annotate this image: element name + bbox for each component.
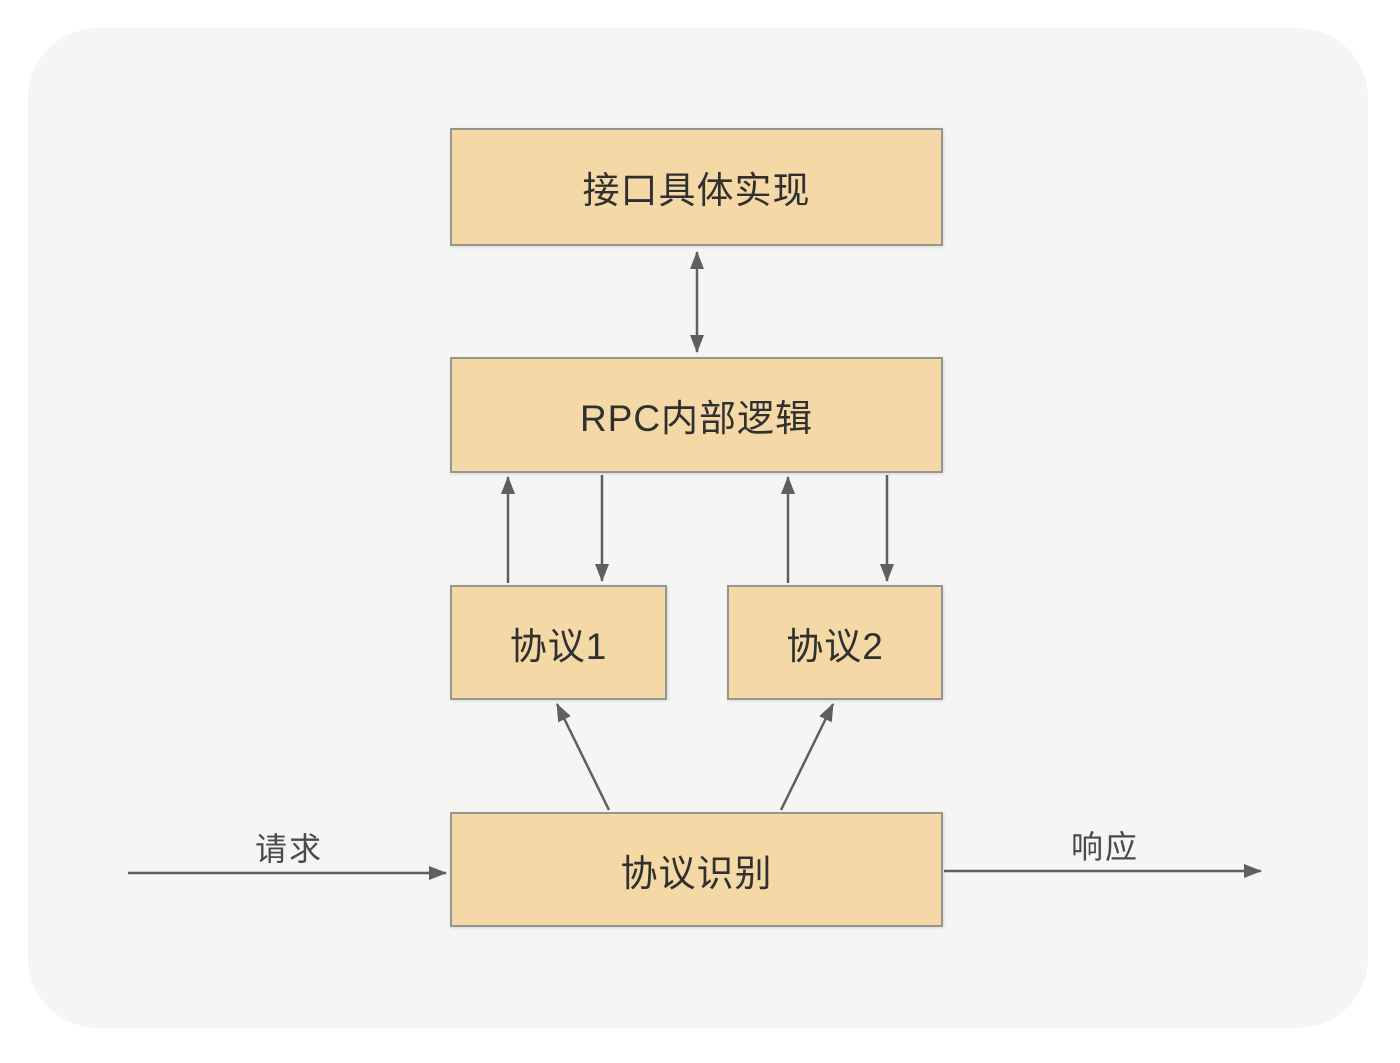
node-protocol-detection: 协议识别 (450, 812, 943, 927)
arrow-detect-to-proto1-icon (555, 703, 611, 811)
node-protocol-1: 协议1 (450, 585, 667, 700)
node-protocol-2: 协议2 (727, 585, 943, 700)
node-interface-implementation: 接口具体实现 (450, 128, 943, 246)
edge-label-response: 响应 (1070, 829, 1139, 865)
edge-label-request: 请求 (254, 831, 323, 867)
node-interface-implementation-label: 接口具体实现 (582, 170, 811, 211)
node-protocol-1-label: 协议1 (509, 625, 608, 667)
node-rpc-internal-logic-label: RPC内部逻辑 (579, 398, 814, 439)
arrow-detect-to-proto2-icon (779, 703, 835, 811)
node-rpc-internal-logic: RPC内部逻辑 (450, 357, 943, 473)
node-protocol-detection-label: 协议识别 (620, 852, 773, 894)
node-protocol-2-label: 协议2 (786, 625, 884, 667)
